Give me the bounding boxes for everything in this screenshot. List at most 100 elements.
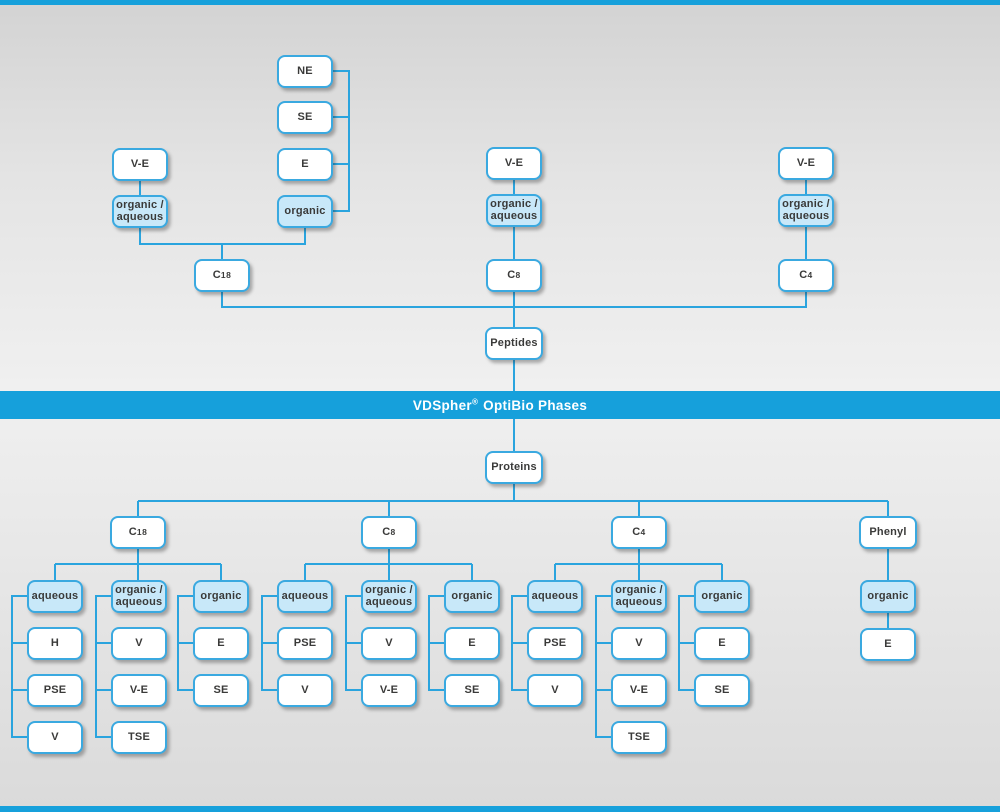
node-t_c8: C8	[486, 258, 542, 292]
node-b_c4_oa1: V	[611, 626, 667, 660]
node-b_c4_oa: organic /aqueous	[611, 579, 667, 613]
node-b_c4_oa3: TSE	[611, 720, 667, 754]
connector-line	[388, 501, 390, 517]
node-b_c8_or2: SE	[444, 673, 500, 707]
connector-line	[12, 642, 29, 644]
node-b_c18_aq3: V	[27, 720, 83, 754]
connector-line	[513, 359, 515, 392]
node-t_ve3: V-E	[778, 146, 834, 180]
connector-line	[95, 595, 97, 738]
connector-line	[679, 595, 696, 597]
connector-line	[333, 210, 350, 212]
node-b_c8_oa: organic /aqueous	[361, 579, 417, 613]
node-b_c8_oa1: V	[361, 626, 417, 660]
connector-line	[220, 564, 222, 581]
node-b_c8_aq: aqueous	[277, 579, 333, 613]
node-b_ph_e: E	[860, 627, 916, 661]
node-b_ph_or: organic	[860, 579, 916, 613]
node-t_c18: C18	[194, 258, 250, 292]
connector-line	[305, 563, 472, 565]
node-peptides: Peptides	[485, 326, 543, 360]
connector-line	[513, 419, 515, 452]
connector-line	[54, 564, 56, 581]
connector-line	[137, 501, 139, 517]
connector-line	[513, 179, 515, 195]
connector-line	[333, 163, 350, 165]
connector-line	[333, 116, 350, 118]
connector-line	[139, 227, 141, 245]
connector-line	[887, 501, 889, 517]
node-b_c18_oa1: V	[111, 626, 167, 660]
connector-line	[513, 226, 515, 260]
connector-line	[221, 291, 223, 308]
node-b_c4_or1: E	[694, 626, 750, 660]
connector-line	[887, 548, 889, 580]
node-b_c4_or: organic	[694, 579, 750, 613]
node-t_ve2: V-E	[486, 146, 542, 180]
connector-line	[221, 244, 223, 260]
connector-line	[304, 564, 306, 581]
node-b_c8_oa2: V-E	[361, 673, 417, 707]
node-b_c4_aq2: V	[527, 673, 583, 707]
node-b_c18_aq: aqueous	[27, 579, 83, 613]
connector-line	[512, 689, 529, 691]
node-b_c8_aq2: V	[277, 673, 333, 707]
connector-line	[596, 642, 613, 644]
node-t_oa3: organic /aqueous	[778, 193, 834, 227]
connector-line	[346, 595, 363, 597]
connector-line	[12, 689, 29, 691]
connector-line	[679, 642, 696, 644]
connector-line	[262, 642, 279, 644]
connector-line	[513, 291, 515, 328]
node-b_phenyl: Phenyl	[859, 515, 917, 549]
connector-line	[429, 689, 446, 691]
node-b_c18_aq2: PSE	[27, 673, 83, 707]
banner: VDSpher®OptiBio Phases	[0, 391, 1000, 419]
connector-line	[12, 736, 29, 738]
node-b_c8_aq1: PSE	[277, 626, 333, 660]
node-t_c4: C4	[778, 258, 834, 292]
connector-line	[348, 70, 350, 212]
connector-line	[554, 564, 556, 581]
node-b_c8: C8	[361, 515, 417, 549]
connector-line	[262, 689, 279, 691]
connector-line	[512, 642, 529, 644]
node-proteins: Proteins	[485, 450, 543, 484]
node-b_c18_oa2: V-E	[111, 673, 167, 707]
node-b_c18_oa3: TSE	[111, 720, 167, 754]
node-t_organic: organic	[277, 194, 333, 228]
connector-line	[805, 226, 807, 260]
registered-trademark-symbol: ®	[471, 397, 479, 406]
connector-line	[96, 642, 113, 644]
node-t_e: E	[277, 147, 333, 181]
connector-line	[96, 595, 113, 597]
node-t_ne: NE	[277, 54, 333, 88]
node-b_c18_oa: organic /aqueous	[111, 579, 167, 613]
node-t_oa1: organic /aqueous	[112, 194, 168, 228]
node-t_ve1: V-E	[112, 147, 168, 181]
node-t_se: SE	[277, 100, 333, 134]
connector-line	[333, 70, 350, 72]
top-accent-bar	[0, 0, 1000, 5]
connector-line	[178, 595, 195, 597]
node-b_c4_aq: aqueous	[527, 579, 583, 613]
connector-line	[513, 483, 515, 502]
node-b_c18_or2: SE	[193, 673, 249, 707]
node-b_c18: C18	[110, 515, 166, 549]
connector-line	[805, 291, 807, 308]
connector-line	[222, 306, 806, 308]
node-b_c18_or: organic	[193, 579, 249, 613]
connector-line	[346, 642, 363, 644]
node-b_c18_aq1: H	[27, 626, 83, 660]
node-b_c8_or1: E	[444, 626, 500, 660]
node-b_c4_aq1: PSE	[527, 626, 583, 660]
node-b_c4: C4	[611, 515, 667, 549]
node-b_c4_oa2: V-E	[611, 673, 667, 707]
connector-line	[96, 736, 113, 738]
connector-line	[595, 595, 597, 738]
connector-line	[429, 642, 446, 644]
connector-line	[96, 689, 113, 691]
connector-line	[887, 612, 889, 629]
bottom-accent-bar	[0, 806, 1000, 812]
connector-line	[679, 689, 696, 691]
